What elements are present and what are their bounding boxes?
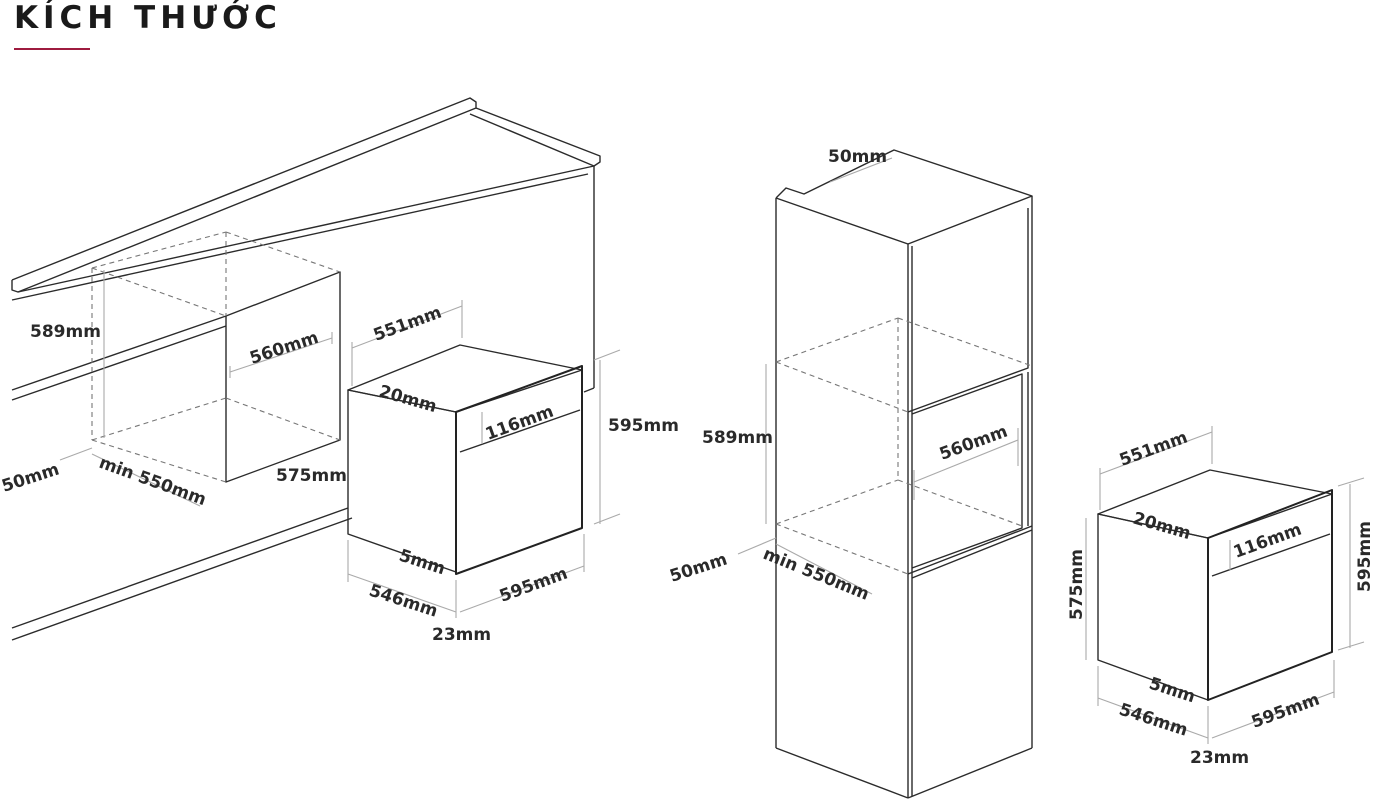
label-oven-top-depth: 551mm [371,303,444,346]
page-title: KÍCH THƯỚC [14,0,282,36]
right-niche-outline [775,317,1033,575]
label-oven-body-depth: 546mm [366,581,440,622]
label-oven-body-depth: 546mm [1116,700,1190,741]
label-oven-front-width: 595mm [497,564,570,607]
countertop [11,97,601,388]
label-oven-front-height: 595mm [608,416,679,436]
label-min-depth: min 550mm [760,544,872,605]
niche-opening [91,231,341,483]
label-niche-width: 560mm [247,328,321,369]
label-base-depth: 50mm [0,459,62,496]
label-door-gap: 5mm [1146,674,1197,708]
label-control-panel-height: 116mm [483,402,556,445]
left-oven [347,344,583,575]
right-oven-dimension-lines [1085,426,1365,744]
label-door-gap: 5mm [396,546,447,580]
left-niche-dimension-lines [59,270,333,507]
cabinet-frame [11,315,595,641]
right-cabinet-dimension-lines [737,157,1019,595]
right-oven [1097,469,1333,701]
tall-cabinet [775,149,1033,799]
label-oven-top-depth: 551mm [1117,428,1190,471]
label-top-vent: 50mm [828,147,887,167]
label-base-depth: 50mm [667,549,729,586]
label-panel-offset: 20mm [377,382,439,418]
label-min-depth: min 550mm [96,453,209,510]
right-installation-drawing [737,149,1365,799]
label-oven-body-height: 575mm [1067,549,1087,620]
left-installation-drawing [11,97,621,641]
label-oven-body-height: 575mm [276,466,347,486]
label-door-thickness: 23mm [432,625,491,645]
label-door-thickness: 23mm [1190,748,1249,768]
right-dimension-labels: 50mm 589mm 560mm 50mm min 550mm 551mm 20… [667,147,1375,768]
label-panel-offset: 20mm [1131,509,1193,545]
label-oven-front-height: 595mm [1355,521,1375,592]
title-underline [14,48,90,50]
label-niche-height: 589mm [30,322,101,342]
left-oven-dimension-lines [347,300,621,618]
label-niche-height: 589mm [702,428,773,448]
label-oven-front-width: 595mm [1249,690,1322,733]
